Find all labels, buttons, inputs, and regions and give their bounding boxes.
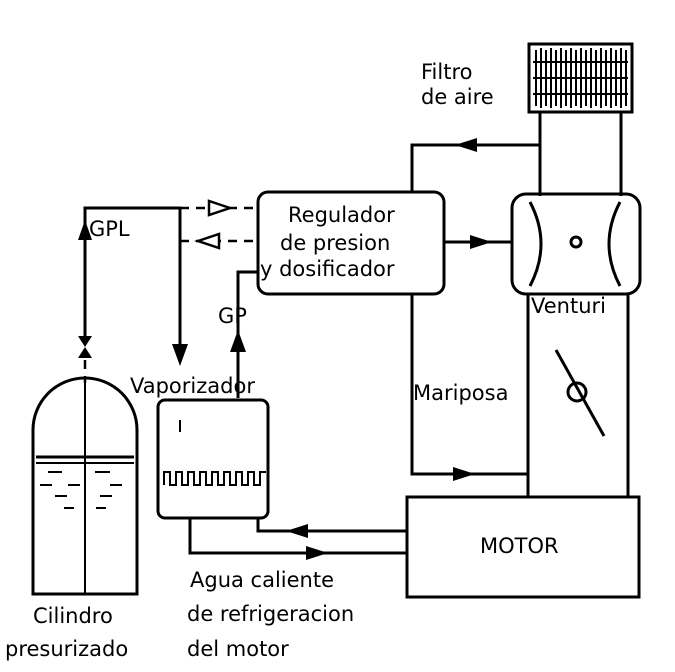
gpl-down-arrow xyxy=(172,344,188,366)
regulator-to-motor-arrow xyxy=(453,467,475,481)
regulator-to-motor-line xyxy=(410,294,528,481)
dashed-connection-lower xyxy=(180,232,258,250)
venturi-label: Venturi xyxy=(531,294,606,318)
dashed-connection-upper xyxy=(180,199,258,217)
air-reference-arrow xyxy=(455,138,477,152)
coolant-label-line1: Agua caliente xyxy=(190,568,334,592)
air-filter-element xyxy=(533,48,628,108)
coolant-supply-arrow xyxy=(306,546,328,560)
air-filter-label-line2: de aire xyxy=(421,85,494,109)
coolant-supply-line xyxy=(188,518,407,560)
throttle-valve xyxy=(554,349,606,437)
coolant-return-line xyxy=(256,518,407,538)
air-reference-line xyxy=(410,138,540,192)
venturi xyxy=(510,192,642,296)
gpl-up-arrow xyxy=(78,220,92,240)
regulator-label-line1: Regulador xyxy=(288,203,395,227)
gp-up-arrow xyxy=(230,330,246,352)
lpg-cylinder xyxy=(31,376,139,596)
dashed-arrow-right xyxy=(207,199,234,217)
liquid-level xyxy=(36,455,134,509)
gpl-liquid-line xyxy=(78,206,188,366)
air-filter xyxy=(527,42,634,114)
vaporizer-label: Vaporizador xyxy=(130,374,255,398)
throttle-label: Mariposa xyxy=(413,381,508,405)
air-filter-label-line1: Filtro xyxy=(421,60,472,84)
coolant-return-arrow xyxy=(286,524,308,538)
dashed-arrow-left xyxy=(194,232,221,250)
gas-to-venturi-line xyxy=(444,235,512,249)
coolant-label-line2: de refrigeracion xyxy=(187,602,354,626)
gp-vapor-line xyxy=(230,270,258,398)
cylinder-label-line1: Cilindro xyxy=(33,604,113,628)
cylinder-label-line2: presurizado xyxy=(5,637,128,661)
venturi-nozzle xyxy=(569,235,583,249)
motor-block xyxy=(405,495,641,599)
vaporizer-coil xyxy=(163,471,266,486)
cylinder-valve xyxy=(78,336,92,358)
intake-column xyxy=(526,112,630,497)
regulator-label-line3: y dosificador xyxy=(260,257,395,281)
coolant-label-line3: del motor xyxy=(187,637,289,661)
vaporizer xyxy=(156,398,270,520)
regulator-label-line2: de presion xyxy=(280,231,390,255)
gpl-label: GPL xyxy=(89,217,130,241)
gp-label: GP xyxy=(218,304,247,328)
gas-to-venturi-arrow xyxy=(470,235,492,249)
motor-label: MOTOR xyxy=(480,534,559,558)
